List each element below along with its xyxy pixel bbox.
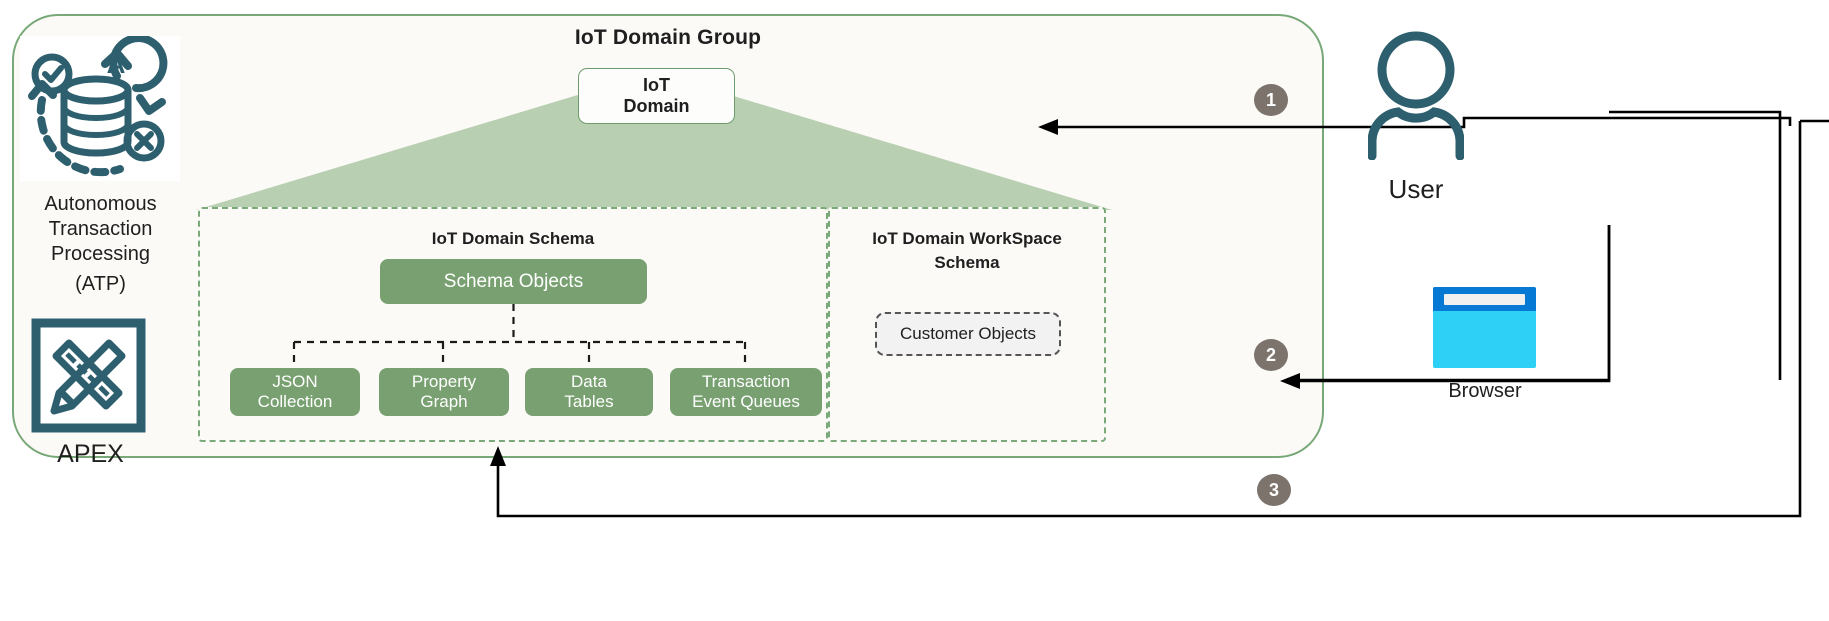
iot-domain-box[interactable]: IoT Domain <box>578 68 735 124</box>
data-tables-line-2: Tables <box>564 392 614 411</box>
transaction-event-queues-line-2: Event Queues <box>692 392 800 411</box>
apex-label: APEX <box>57 440 124 468</box>
property-graph-label: Property Graph <box>412 372 476 412</box>
json-collection-line-1: JSON <box>272 372 318 391</box>
json-collection-label: JSON Collection <box>258 372 333 412</box>
group-title: IoT Domain Group <box>574 26 762 49</box>
browser-label: Browser <box>1448 380 1522 402</box>
workspace-schema-title: IoT Domain WorkSpace Schema <box>830 227 1104 275</box>
transaction-event-queues-line-1: Transaction <box>701 372 791 391</box>
transaction-event-queues-box[interactable]: Transaction Event Queues <box>670 368 822 416</box>
step-badge-2: 2 <box>1254 339 1288 371</box>
json-collection-box[interactable]: JSON Collection <box>230 368 360 416</box>
atp-label-line-2: Transaction <box>48 218 153 240</box>
browser-titlebar <box>1433 287 1536 311</box>
iot-domain-line-2: Domain <box>623 96 690 116</box>
data-tables-label: Data Tables <box>564 372 613 412</box>
transaction-event-queues-label: Transaction Event Queues <box>692 372 800 412</box>
data-tables-line-1: Data <box>571 372 607 391</box>
customer-objects-label: Customer Objects <box>899 324 1037 343</box>
iot-domain-schema-title: IoT Domain Schema <box>431 229 595 248</box>
iot-domain-line-1: IoT <box>642 75 670 95</box>
step-badge-3: 3 <box>1257 474 1291 506</box>
workspace-schema-title-line-1: IoT Domain WorkSpace <box>872 229 1062 248</box>
schema-objects-box[interactable]: Schema Objects <box>380 259 647 304</box>
user-label: User <box>1388 174 1444 204</box>
user-person-icon <box>1367 28 1465 161</box>
property-graph-line-1: Property <box>411 372 477 391</box>
property-graph-box[interactable]: Property Graph <box>379 368 509 416</box>
data-tables-box[interactable]: Data Tables <box>525 368 653 416</box>
browser-url-bar <box>1444 294 1525 305</box>
iot-domain-label: IoT Domain <box>623 75 689 117</box>
atp-abbreviation: (ATP) <box>75 273 126 295</box>
customer-objects-box[interactable]: Customer Objects <box>875 312 1061 356</box>
browser-window-icon <box>1433 287 1536 368</box>
atp-label-line-1: Autonomous <box>44 193 157 215</box>
atp-label-line-3: Processing <box>51 243 150 265</box>
autonomous-database-icon: A <box>20 34 180 181</box>
property-graph-line-2: Graph <box>420 392 468 411</box>
atp-label: Autonomous Transaction Processing <box>8 192 193 267</box>
ruler-pencil-icon <box>31 318 146 433</box>
svg-text:A: A <box>107 49 126 79</box>
step-badge-1: 1 <box>1254 84 1288 116</box>
workspace-schema-title-line-2: Schema <box>934 253 1000 272</box>
json-collection-line-2: Collection <box>257 392 333 411</box>
